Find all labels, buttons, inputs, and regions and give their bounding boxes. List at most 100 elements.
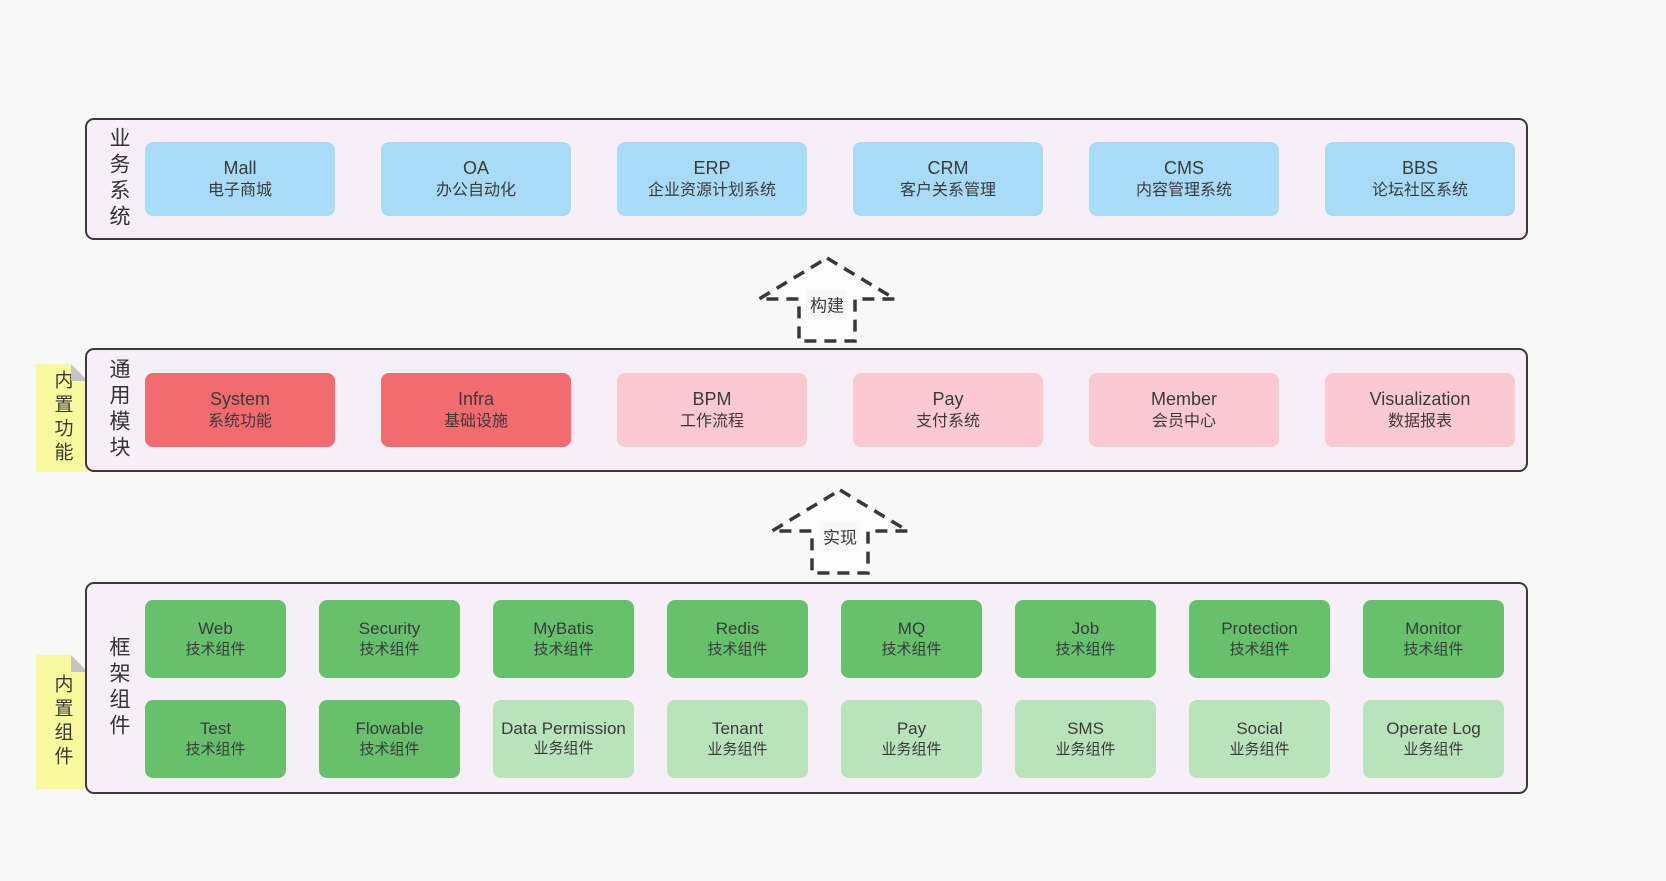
builtin-features-note: 内置功能 — [36, 364, 88, 472]
box-pay-business: Pay 业务组件 — [841, 700, 982, 778]
box-subtitle: 业务组件 — [707, 741, 768, 759]
common-modules-panel: 通用模块 System 系统功能 Infra 基础设施 BPM 工作流程 Pay… — [85, 348, 1528, 472]
box-title: OA — [462, 157, 489, 178]
box-title: BBS — [1401, 157, 1439, 178]
business-systems-side-label: 业务系统 — [107, 127, 130, 231]
box-title: Social — [1236, 718, 1283, 738]
box-subtitle: 办公自动化 — [435, 182, 516, 200]
box-crm: CRM 客户关系管理 — [853, 142, 1043, 216]
box-erp: ERP 企业资源计划系统 — [617, 142, 807, 216]
framework-components-side-label: 框架组件 — [107, 636, 130, 740]
box-bbs: BBS 论坛社区系统 — [1325, 142, 1515, 216]
box-subtitle: 技术组件 — [1403, 641, 1464, 659]
box-title: Tenant — [711, 718, 764, 738]
box-title: MyBatis — [533, 618, 594, 638]
box-mall: Mall 电子商城 — [145, 142, 335, 216]
box-title: CRM — [927, 157, 969, 178]
box-title: ERP — [693, 157, 731, 178]
box-job: Job 技术组件 — [1015, 600, 1156, 678]
box-subtitle: 会员中心 — [1151, 413, 1216, 431]
box-subtitle: 支付系统 — [915, 413, 980, 431]
box-title: Security — [358, 618, 421, 638]
box-subtitle: 技术组件 — [881, 641, 942, 659]
build-arrow: 构建 — [752, 254, 902, 344]
box-subtitle: 技术组件 — [359, 641, 420, 659]
box-mybatis: MyBatis 技术组件 — [493, 600, 634, 678]
box-subtitle: 业务组件 — [1229, 741, 1290, 759]
framework-components-panel: 框架组件 Web 技术组件 Security 技术组件 MyBatis 技术组件… — [85, 582, 1528, 794]
box-subtitle: 技术组件 — [1055, 641, 1116, 659]
box-subtitle: 技术组件 — [185, 641, 246, 659]
box-subtitle: 业务组件 — [533, 740, 594, 758]
box-title: Pay — [896, 718, 927, 738]
box-member: Member 会员中心 — [1089, 373, 1279, 447]
box-subtitle: 基础设施 — [443, 413, 508, 431]
box-title: Flowable — [355, 718, 424, 738]
box-title: BPM — [692, 388, 732, 409]
box-data-permission: Data Permission 业务组件 — [493, 700, 634, 778]
box-sms: SMS 业务组件 — [1015, 700, 1156, 778]
box-subtitle: 系统功能 — [207, 413, 272, 431]
box-cms: CMS 内容管理系统 — [1089, 142, 1279, 216]
business-systems-row: Mall 电子商城 OA 办公自动化 ERP 企业资源计划系统 CRM 客户关系… — [145, 142, 1515, 216]
box-title: Protection — [1221, 618, 1298, 638]
box-subtitle: 企业资源计划系统 — [647, 182, 776, 200]
box-flowable: Flowable 技术组件 — [319, 700, 460, 778]
box-title: Visualization — [1369, 388, 1471, 409]
implement-arrow-label: 实现 — [820, 521, 860, 551]
business-systems-panel: 业务系统 Mall 电子商城 OA 办公自动化 ERP 企业资源计划系统 CRM… — [85, 118, 1528, 240]
box-subtitle: 技术组件 — [1229, 641, 1290, 659]
box-subtitle: 客户关系管理 — [899, 182, 996, 200]
box-subtitle: 技术组件 — [533, 641, 594, 659]
builtin-features-label: 内置功能 — [51, 370, 73, 466]
box-title: Pay — [932, 388, 964, 409]
box-visualization: Visualization 数据报表 — [1325, 373, 1515, 447]
box-mq: MQ 技术组件 — [841, 600, 982, 678]
framework-components-row-2: Test 技术组件 Flowable 技术组件 Data Permission … — [145, 700, 1504, 778]
build-arrow-label: 构建 — [807, 289, 847, 319]
common-modules-side-label: 通用模块 — [107, 358, 130, 462]
box-subtitle: 业务组件 — [1055, 741, 1116, 759]
box-title: Operate Log — [1386, 718, 1481, 738]
box-title: Job — [1071, 618, 1100, 638]
box-pay: Pay 支付系统 — [853, 373, 1043, 447]
implement-arrow: 实现 — [765, 486, 915, 576]
box-web: Web 技术组件 — [145, 600, 286, 678]
framework-components-row-1: Web 技术组件 Security 技术组件 MyBatis 技术组件 Redi… — [145, 600, 1504, 678]
box-redis: Redis 技术组件 — [667, 600, 808, 678]
box-tenant: Tenant 业务组件 — [667, 700, 808, 778]
box-title: SMS — [1067, 718, 1104, 738]
box-subtitle: 业务组件 — [1403, 741, 1464, 759]
box-title: System — [209, 388, 270, 409]
box-security: Security 技术组件 — [319, 600, 460, 678]
box-subtitle: 工作流程 — [679, 413, 744, 431]
box-bpm: BPM 工作流程 — [617, 373, 807, 447]
box-title: Mall — [223, 157, 257, 178]
box-monitor: Monitor 技术组件 — [1363, 600, 1504, 678]
box-title: Member — [1150, 388, 1217, 409]
box-subtitle: 数据报表 — [1387, 413, 1452, 431]
box-title: Redis — [715, 618, 760, 638]
box-protection: Protection 技术组件 — [1189, 600, 1330, 678]
box-subtitle: 论坛社区系统 — [1371, 182, 1468, 200]
box-subtitle: 技术组件 — [359, 741, 420, 759]
box-title: Data Permission — [501, 718, 626, 738]
box-title: Infra — [457, 388, 495, 409]
builtin-components-note: 内置组件 — [36, 655, 88, 789]
box-subtitle: 内容管理系统 — [1135, 182, 1232, 200]
common-modules-row: System 系统功能 Infra 基础设施 BPM 工作流程 Pay 支付系统… — [145, 373, 1515, 447]
box-subtitle: 电子商城 — [207, 182, 272, 200]
box-operate-log: Operate Log 业务组件 — [1363, 700, 1504, 778]
box-subtitle: 技术组件 — [707, 641, 768, 659]
box-social: Social 业务组件 — [1189, 700, 1330, 778]
box-title: MQ — [897, 618, 926, 638]
box-infra: Infra 基础设施 — [381, 373, 571, 447]
box-title: Monitor — [1405, 618, 1462, 638]
box-system: System 系统功能 — [145, 373, 335, 447]
box-oa: OA 办公自动化 — [381, 142, 571, 216]
box-title: CMS — [1164, 157, 1204, 178]
box-subtitle: 业务组件 — [881, 741, 942, 759]
box-title: Test — [199, 718, 232, 738]
builtin-components-label: 内置组件 — [51, 674, 73, 770]
